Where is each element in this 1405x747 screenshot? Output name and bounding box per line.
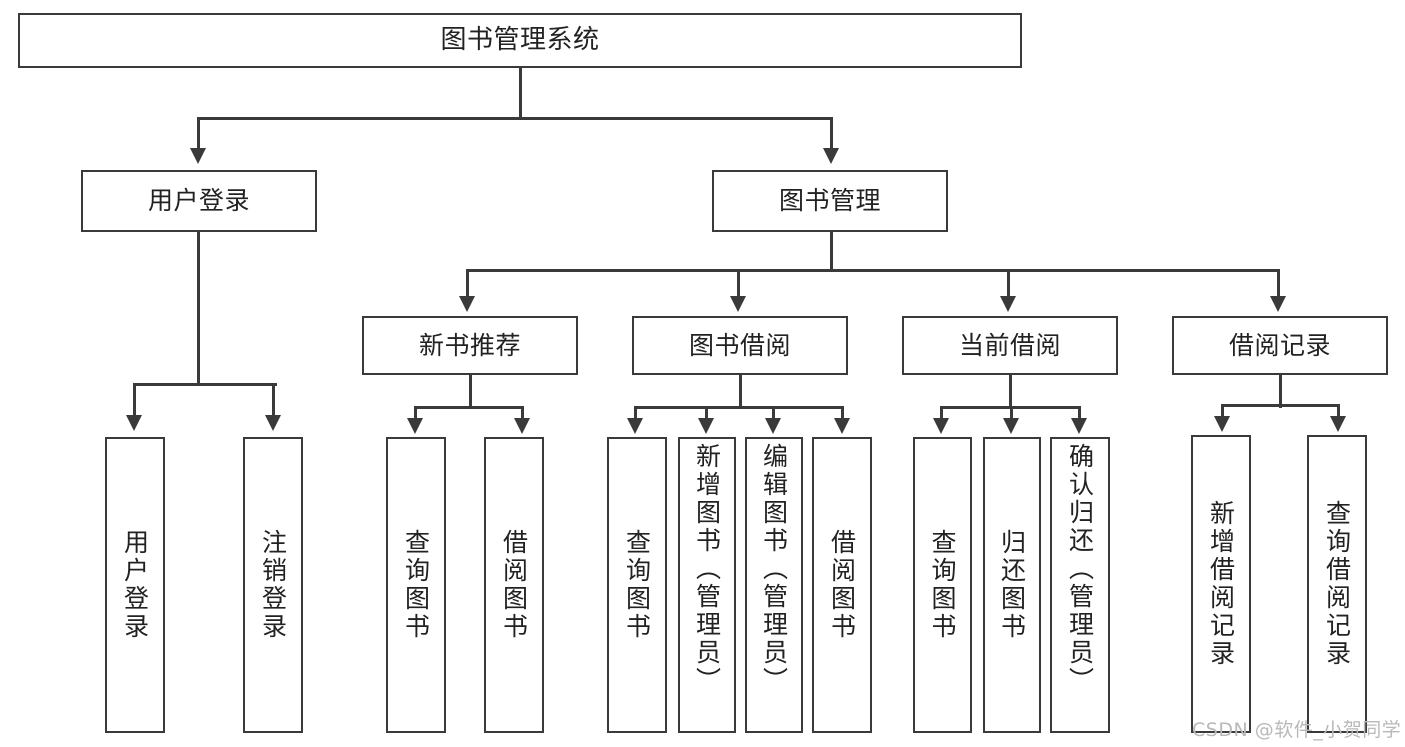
node-user-login[interactable]: 用户登录 xyxy=(81,170,317,232)
node-label: 新增借阅记录 xyxy=(1206,500,1236,668)
edge-current-borrow-drop-1 xyxy=(940,406,943,420)
edge-borrow-records-drop-2 xyxy=(1337,404,1340,418)
node-label: 借阅图书 xyxy=(827,529,857,641)
edge-to-book-borrow xyxy=(737,269,740,299)
edge-book-borrow-drop-1 xyxy=(634,406,637,420)
node-label: 当前借阅 xyxy=(958,330,1061,360)
node-label: 编辑图书（管理员） xyxy=(759,443,789,695)
node-label: 新增图书（管理员） xyxy=(692,443,722,695)
leaf-edit-book-admin[interactable]: 编辑图书（管理员） xyxy=(745,437,803,733)
leaf-return-book[interactable]: 归还图书 xyxy=(983,437,1041,733)
edge-borrow-records-bus xyxy=(1221,404,1339,407)
node-book-management[interactable]: 图书管理 xyxy=(712,170,948,232)
edge-new-book-rec-stem xyxy=(469,375,472,408)
node-label: 查询图书 xyxy=(622,529,652,641)
arrowhead-leaf-query-record xyxy=(1330,416,1346,432)
node-label: 用户登录 xyxy=(147,186,250,216)
arrowhead-leaf-edit-book xyxy=(765,418,781,434)
leaf-confirm-return-admin[interactable]: 确认归还（管理员） xyxy=(1050,437,1110,733)
edge-to-user-login xyxy=(197,117,200,151)
edge-book-borrow-drop-2 xyxy=(705,406,708,420)
arrowhead-to-borrow-records xyxy=(1270,296,1286,312)
node-label: 借阅记录 xyxy=(1228,330,1331,360)
edge-book-borrow-bus xyxy=(634,406,842,409)
node-borrow-records[interactable]: 借阅记录 xyxy=(1172,316,1388,375)
arrowhead-to-user-login xyxy=(190,148,206,164)
node-book-borrow[interactable]: 图书借阅 xyxy=(632,316,848,375)
arrowhead-leaf-add-record xyxy=(1214,416,1230,432)
edge-to-new-book-rec xyxy=(466,269,469,299)
node-current-borrow[interactable]: 当前借阅 xyxy=(902,316,1118,375)
edge-new-book-rec-bus xyxy=(414,406,524,409)
arrowhead-to-new-book-rec xyxy=(459,296,475,312)
leaf-query-book-current[interactable]: 查询图书 xyxy=(913,437,972,733)
edge-to-borrow-records xyxy=(1277,269,1280,299)
node-label: 查询图书 xyxy=(928,529,957,641)
edge-new-book-rec-drop-2 xyxy=(521,406,524,420)
node-label: 查询图书 xyxy=(401,529,431,641)
edge-current-borrow-drop-2 xyxy=(1010,406,1013,420)
edge-level2-bus xyxy=(197,117,833,120)
edge-to-book-mgmt xyxy=(830,117,833,151)
arrowhead-leaf-query-book-2 xyxy=(627,418,643,434)
edge-borrow-records-stem xyxy=(1279,375,1282,408)
leaf-borrow-book-recommend[interactable]: 借阅图书 xyxy=(484,437,544,733)
leaf-add-borrow-record[interactable]: 新增借阅记录 xyxy=(1191,435,1251,733)
arrowhead-leaf-add-book xyxy=(698,418,714,434)
arrowhead-leaf-borrow-book-1 xyxy=(514,418,530,434)
edge-root-stem xyxy=(519,68,522,119)
leaf-query-book-recommend[interactable]: 查询图书 xyxy=(386,437,446,733)
leaf-query-borrow-record[interactable]: 查询借阅记录 xyxy=(1307,435,1367,733)
node-label: 归还图书 xyxy=(997,529,1027,641)
node-label: 图书借阅 xyxy=(688,330,791,360)
node-label: 注销登录 xyxy=(258,529,288,641)
arrowhead-to-book-mgmt xyxy=(823,148,839,164)
node-new-book-recommend[interactable]: 新书推荐 xyxy=(362,316,578,375)
edge-book-borrow-drop-4 xyxy=(841,406,844,420)
arrowhead-leaf-user-login xyxy=(126,415,142,431)
arrowhead-leaf-query-book-3 xyxy=(933,418,949,434)
edge-book-mgmt-stem xyxy=(830,232,833,271)
leaf-add-book-admin[interactable]: 新增图书（管理员） xyxy=(678,437,736,733)
edge-user-login-drop-2 xyxy=(272,383,275,418)
edge-user-login-stem xyxy=(197,232,200,385)
node-label: 确认归还（管理员） xyxy=(1065,443,1095,695)
node-label: 借阅图书 xyxy=(499,529,529,641)
arrowhead-leaf-logout xyxy=(265,415,281,431)
edge-to-current-borrow xyxy=(1007,269,1010,299)
node-label: 新书推荐 xyxy=(418,330,521,360)
edge-book-borrow-drop-3 xyxy=(772,406,775,420)
arrowhead-leaf-borrow-book-2 xyxy=(834,418,850,434)
edge-borrow-records-drop-1 xyxy=(1221,404,1224,418)
node-label: 图书管理 xyxy=(778,186,881,216)
arrowhead-leaf-confirm-return xyxy=(1071,418,1087,434)
leaf-query-book-borrow[interactable]: 查询图书 xyxy=(607,437,667,733)
edge-new-book-rec-drop-1 xyxy=(414,406,417,420)
leaf-user-login[interactable]: 用户登录 xyxy=(105,437,165,733)
node-label: 查询借阅记录 xyxy=(1322,500,1352,668)
edge-user-login-bus xyxy=(133,383,277,386)
edge-current-borrow-drop-3 xyxy=(1078,406,1081,420)
arrowhead-leaf-query-book-1 xyxy=(407,418,423,434)
leaf-borrow-book[interactable]: 借阅图书 xyxy=(812,437,872,733)
leaf-logout[interactable]: 注销登录 xyxy=(243,437,303,733)
edge-book-borrow-stem xyxy=(739,375,742,408)
node-label: 图书管理系统 xyxy=(440,25,600,56)
arrowhead-to-current-borrow xyxy=(1000,296,1016,312)
edge-level3-bus xyxy=(466,269,1280,272)
edge-user-login-drop-1 xyxy=(133,383,136,418)
arrowhead-to-book-borrow xyxy=(730,296,746,312)
node-label: 用户登录 xyxy=(120,529,150,641)
node-root-system[interactable]: 图书管理系统 xyxy=(18,13,1022,68)
edge-current-borrow-stem xyxy=(1009,375,1012,408)
arrowhead-leaf-return-book xyxy=(1003,418,1019,434)
